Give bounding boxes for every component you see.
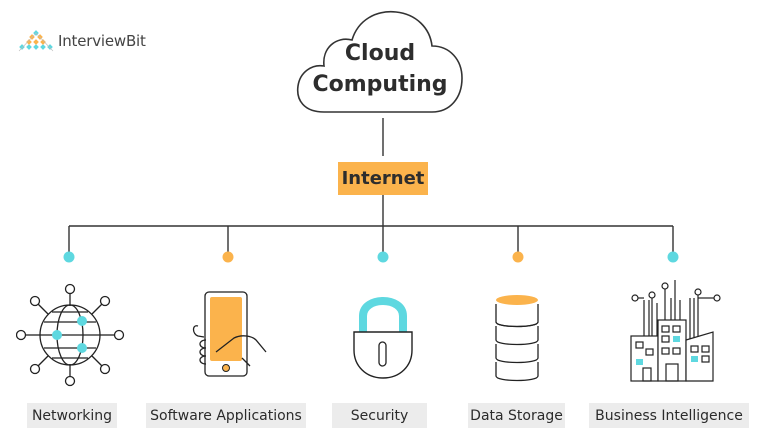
city-buildings-icon [630, 280, 721, 382]
cloud-title-line1: Cloud [344, 41, 416, 66]
cloud-computing-title: Cloud Computing [300, 38, 460, 100]
label-security: Security [332, 403, 427, 428]
branch-dot-0 [63, 251, 75, 263]
globe-network-icon [16, 283, 125, 387]
interviewbit-logo-icon [18, 30, 54, 52]
cloud-icon [296, 11, 463, 113]
padlock-icon [353, 297, 413, 379]
branch-dot-4 [667, 251, 679, 263]
logo: InterviewBit [18, 30, 146, 52]
label-business-intelligence: Business Intelligence [589, 403, 749, 428]
internet-label: Internet [341, 168, 425, 189]
label-software-applications: Software Applications [146, 403, 306, 428]
logo-text: InterviewBit [58, 32, 146, 50]
internet-node: Internet [338, 162, 428, 195]
smartphone-hand-icon [192, 291, 267, 377]
label-data-storage: Data Storage [468, 403, 565, 428]
branch-dot-3 [512, 251, 524, 263]
branch-dot-1 [222, 251, 234, 263]
label-networking: Networking [27, 403, 117, 428]
database-icon [495, 295, 539, 382]
cloud-title-line2: Computing [312, 72, 448, 97]
branch-dot-2 [377, 251, 389, 263]
